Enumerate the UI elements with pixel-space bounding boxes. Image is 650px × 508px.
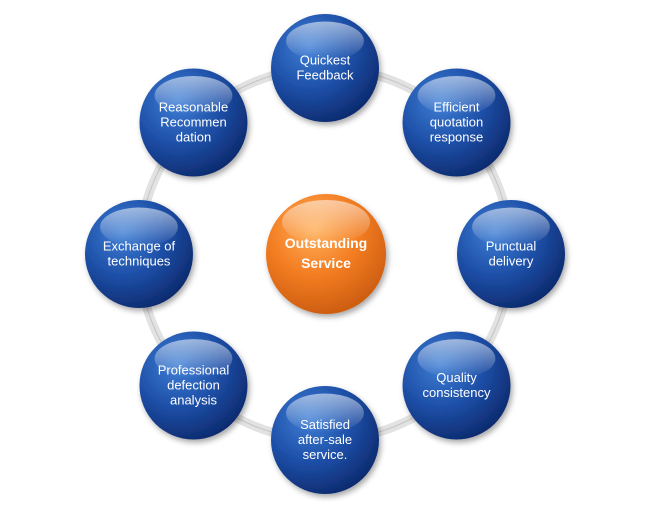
node-label-line: Quickest [300,53,351,68]
node-label-line: Exchange of [103,239,176,254]
node-highlight [417,76,496,115]
node-label-line: techniques [108,254,171,269]
node-label-line: Satisfied [300,417,350,432]
center-label-line-1: Outstanding [285,235,367,251]
node-label-line: response [430,129,483,144]
node-highlight [417,339,496,378]
node-layer: QuickestFeedbackEfficientquotationrespon… [85,14,565,494]
center-label-line-2: Service [301,255,351,271]
node-label-line: service. [303,447,348,462]
node-label-line: Feedback [296,68,354,83]
center-highlight [282,200,370,244]
node-highlight [154,76,233,115]
node-highlight [100,207,178,247]
node-highlight [472,207,550,247]
node-label-line: Quality [436,370,477,385]
node-label-line: Reasonable [159,99,228,114]
node-label-line: delivery [489,254,534,269]
center-node-outstanding-service [266,194,386,314]
node-highlight [154,339,233,378]
node-label-line: after-sale [298,432,352,447]
node-label-line: analysis [170,393,217,408]
node-label-line: Professional [158,363,230,378]
node-highlight [286,21,364,61]
node-label-line: defection [167,378,220,393]
node-label-line: Recommen [160,114,226,129]
node-label-line: consistency [423,385,491,400]
node-label-line: dation [176,129,211,144]
node-label-line: Punctual [486,239,537,254]
node-label-line: quotation [430,114,484,129]
node-highlight [286,393,364,433]
node-label-line: Efficient [434,99,480,114]
